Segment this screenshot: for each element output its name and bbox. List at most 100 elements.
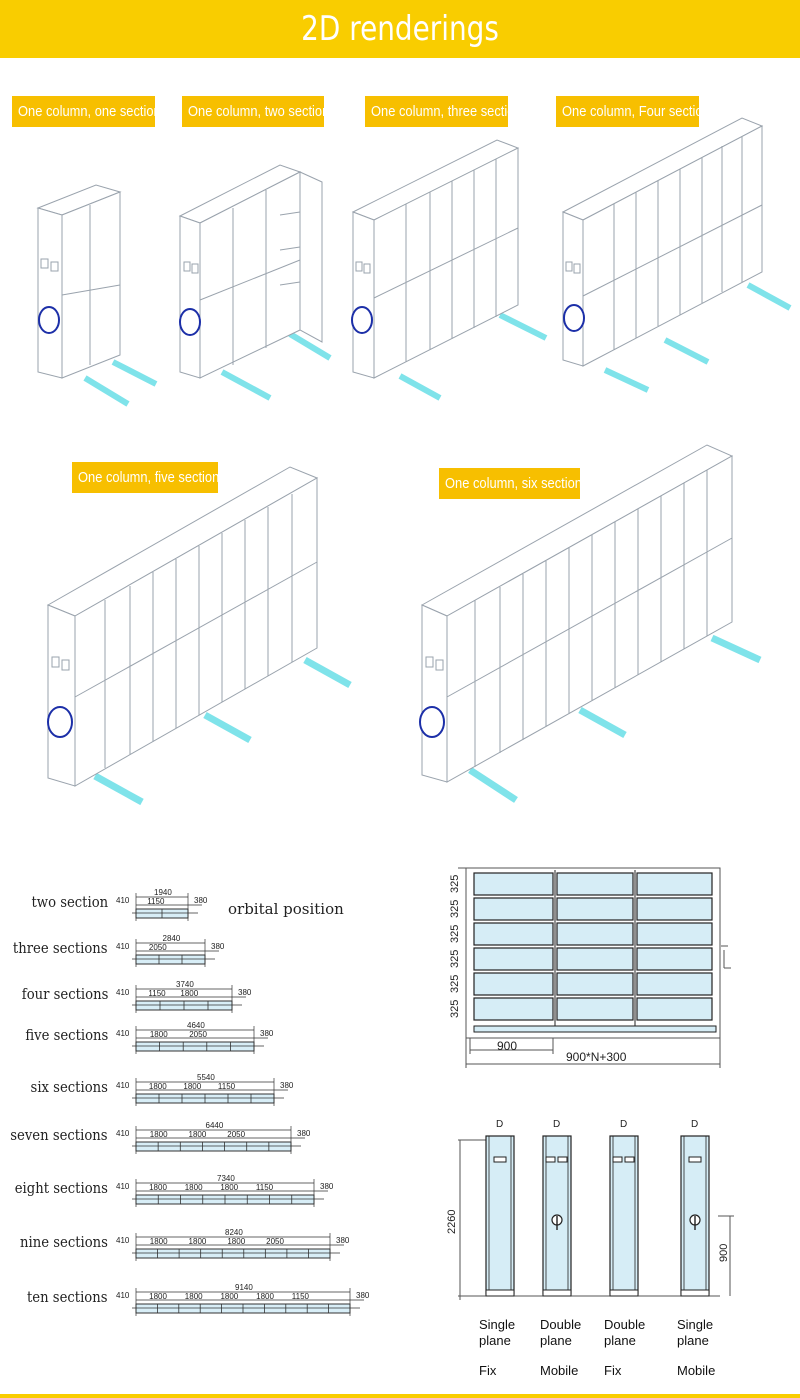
section-total-dim: 7340 — [217, 1174, 235, 1183]
plane-type-label: plane — [677, 1333, 709, 1348]
label-one-section: One column, one section — [12, 96, 161, 127]
section-total-dim: 2840 — [163, 934, 181, 943]
cabinet-five-sections — [46, 466, 352, 806]
front-view-shelf — [636, 897, 713, 921]
section-mid-dim: 1150 — [148, 989, 166, 998]
section-total-dim: 3740 — [176, 980, 194, 989]
front-view-shelf — [636, 947, 713, 971]
section-row-name: six sections — [0, 1078, 108, 1096]
depth-label: D — [496, 1119, 503, 1130]
section-mid-dim: 1800 — [150, 1237, 168, 1246]
section-mid-dim: 1800 — [220, 1292, 238, 1301]
renderings-drawings — [36, 117, 792, 806]
section-row-name: four sections — [0, 985, 108, 1003]
brand-logo-icon — [351, 306, 373, 334]
section-left-dim: 410 — [116, 1236, 130, 1245]
section-mid-dim: 1800 — [189, 1237, 207, 1246]
cabinet-six-sections — [419, 444, 762, 803]
section-total-dim: 5540 — [197, 1073, 215, 1082]
section-total-dim: 4640 — [187, 1021, 205, 1030]
section-left-dim: 410 — [116, 988, 130, 997]
section-mid-dim: 1800 — [149, 1183, 167, 1192]
label-four-sections: One column, Four sections — [556, 96, 716, 127]
front-view-shelf — [636, 922, 713, 946]
section-right-dim: 380 — [336, 1236, 350, 1245]
label-two-sections-text: One column, two section — [188, 103, 330, 120]
label-two-sections: One column, two section — [182, 96, 329, 127]
front-view-shelf — [473, 972, 554, 996]
cabinet-two-sections — [178, 164, 332, 401]
section-row-name-text: three sections — [13, 939, 108, 957]
section-mid-dim: 1800 — [227, 1237, 245, 1246]
section-left-dim: 410 — [116, 896, 130, 905]
footer-rule — [0, 1394, 800, 1398]
section-mid-dim: 1800 — [149, 1082, 167, 1091]
plane-type-label: plane — [479, 1333, 511, 1348]
front-view-shelf — [556, 997, 634, 1021]
section-width-label: 900 — [497, 1039, 517, 1053]
label-one-section-text: One column, one section — [18, 103, 161, 120]
row-height-label: 325 — [449, 875, 461, 893]
front-view-shelf — [636, 997, 713, 1021]
section-mid-dim: 2050 — [149, 943, 167, 952]
section-mid-dim: 1800 — [256, 1292, 274, 1301]
plane-type-label: plane — [604, 1333, 636, 1348]
side-panel: D — [680, 1119, 710, 1297]
page-title: 2D renderings — [301, 9, 499, 49]
section-mid-dim: 1800 — [180, 989, 198, 998]
section-row-name: three sections — [0, 939, 108, 957]
cabinet-three-sections — [351, 139, 548, 401]
front-view-shelf — [636, 972, 713, 996]
section-mid-dim: 1800 — [220, 1183, 238, 1192]
section-mid-dim: 1800 — [185, 1292, 203, 1301]
section-left-dim: 410 — [116, 942, 130, 951]
front-view-shelf — [473, 947, 554, 971]
brand-logo-icon — [563, 304, 585, 332]
row-height-label: 325 — [449, 925, 461, 943]
orbital-position-label: orbital position — [228, 900, 344, 918]
section-left-dim: 410 — [116, 1291, 130, 1300]
brand-logo-icon — [47, 706, 73, 738]
section-right-dim: 380 — [320, 1182, 334, 1191]
mount-type-label: Mobile — [677, 1363, 716, 1378]
section-row-name: five sections — [0, 1026, 108, 1044]
label-five-sections-text: One column, five sections — [78, 469, 226, 486]
handle-height-label: 900 — [718, 1244, 730, 1262]
front-view-shelf — [473, 997, 554, 1021]
section-mid-dim: 2050 — [189, 1030, 207, 1039]
section-row-name: two section — [0, 893, 108, 911]
mount-type-label: Mobile — [540, 1363, 579, 1378]
section-row-name-text: four sections — [21, 985, 108, 1003]
section-left-dim: 410 — [116, 1029, 130, 1038]
mount-type-label: Fix — [604, 1363, 622, 1378]
section-right-dim: 380 — [238, 988, 252, 997]
label-six-sections-text: One column, six sections — [445, 475, 589, 492]
total-width-label: 900*N+300 — [566, 1050, 627, 1064]
front-view-shelf — [556, 947, 634, 971]
section-row-name-text: two section — [31, 893, 108, 911]
row-height-label: 325 — [449, 1000, 461, 1018]
side-panel: D — [485, 1119, 515, 1297]
section-total-dim: 8240 — [225, 1228, 243, 1237]
cabinet-four-sections — [561, 117, 792, 393]
row-height-label: 325 — [449, 950, 461, 968]
front-view-shelf — [556, 872, 634, 896]
front-view-shelf — [473, 897, 554, 921]
section-right-dim: 380 — [211, 942, 225, 951]
plane-type-label: plane — [540, 1333, 572, 1348]
depth-label: D — [553, 1119, 560, 1130]
front-view-shelf — [556, 922, 634, 946]
section-total-dim: 6440 — [206, 1121, 224, 1130]
front-view-shelf — [473, 922, 554, 946]
cabinet-one-section — [36, 184, 158, 407]
section-row-name-text: eight sections — [14, 1179, 108, 1197]
plane-type-label: Double — [540, 1317, 582, 1332]
section-right-dim: 380 — [356, 1291, 370, 1300]
section-left-dim: 410 — [116, 1129, 130, 1138]
